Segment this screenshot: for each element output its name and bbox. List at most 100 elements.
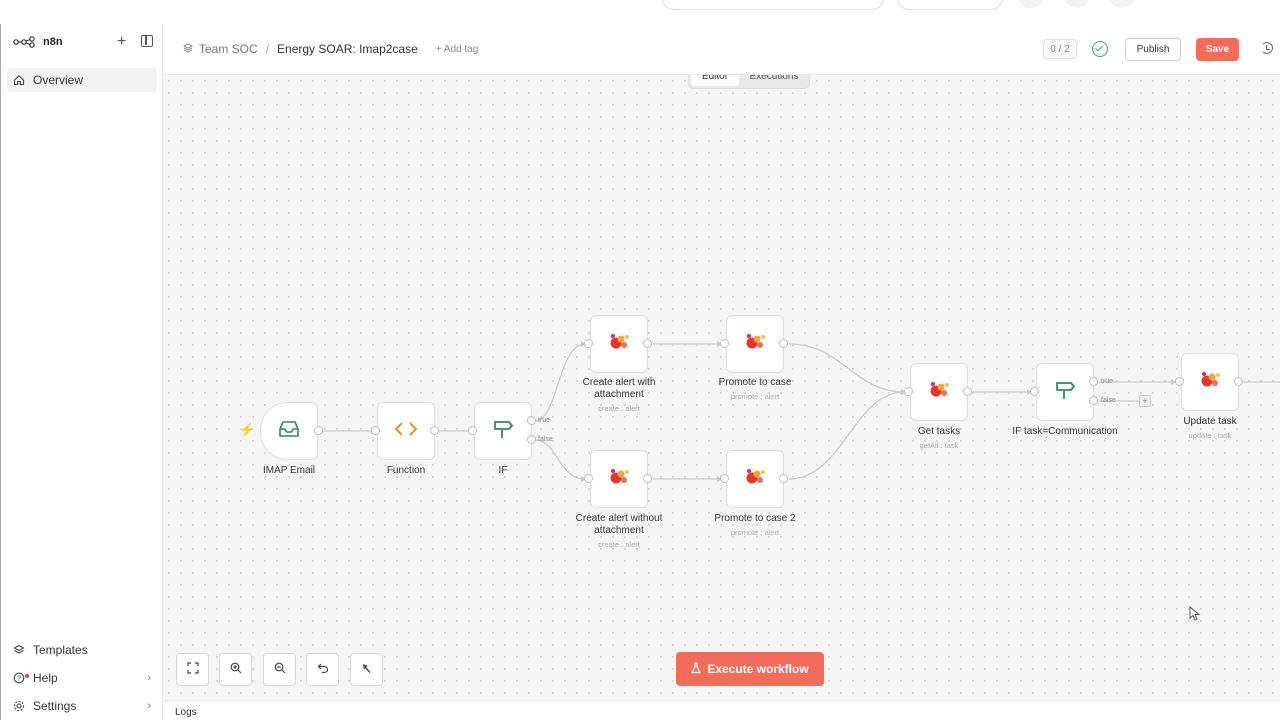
output-port[interactable] bbox=[1234, 377, 1243, 386]
node-imap-email[interactable] bbox=[260, 402, 318, 460]
output-port[interactable] bbox=[779, 339, 788, 348]
add-node-button[interactable]: + bbox=[1139, 395, 1151, 407]
input-port[interactable] bbox=[720, 474, 729, 483]
collapse-sidebar-icon[interactable] bbox=[141, 35, 153, 47]
zoom-out-icon bbox=[274, 661, 286, 679]
tidy-up-button[interactable] bbox=[350, 653, 383, 686]
view-tabs: Editor Executions bbox=[688, 75, 810, 89]
tab-executions[interactable]: Executions bbox=[749, 75, 799, 82]
sidebar-item-templates[interactable]: Templates bbox=[7, 638, 157, 662]
output-port[interactable] bbox=[963, 387, 972, 396]
connection-if-create-with bbox=[534, 343, 586, 422]
node-label: IF task=Communication bbox=[1012, 426, 1118, 437]
node-if[interactable] bbox=[474, 402, 532, 460]
branch-label-true: true bbox=[538, 417, 551, 424]
save-button[interactable]: Save bbox=[1196, 38, 1239, 61]
output-port[interactable] bbox=[779, 474, 788, 483]
execute-workflow-label: Execute workflow bbox=[707, 662, 809, 676]
top-circle-3[interactable] bbox=[1110, 0, 1134, 8]
output-port-true[interactable] bbox=[1089, 377, 1098, 386]
node-subtitle: update : task bbox=[1188, 431, 1232, 440]
thehive-icon bbox=[743, 331, 767, 358]
chevron-right-icon: › bbox=[147, 672, 151, 684]
project-link[interactable]: Team SOC bbox=[199, 42, 258, 56]
tab-editor[interactable]: Editor bbox=[691, 75, 739, 86]
publish-button[interactable]: Publish bbox=[1125, 38, 1181, 61]
input-port[interactable] bbox=[584, 339, 593, 348]
output-port-false[interactable] bbox=[527, 435, 536, 444]
input-port[interactable] bbox=[468, 426, 477, 435]
connection-if-create-without bbox=[534, 439, 586, 480]
top-circle-1[interactable] bbox=[1019, 0, 1043, 8]
node-label: IMAP Email bbox=[262, 465, 316, 476]
input-port[interactable] bbox=[904, 387, 913, 396]
help-icon: ? bbox=[13, 672, 29, 684]
search-pill[interactable] bbox=[662, 0, 884, 10]
node-if-task-communication[interactable] bbox=[1036, 363, 1094, 421]
add-tag-button[interactable]: + Add tag bbox=[435, 43, 479, 55]
node-create-alert-with-attachment[interactable] bbox=[590, 315, 648, 373]
execute-workflow-button[interactable]: Execute workflow bbox=[676, 652, 824, 686]
node-label: Update task bbox=[1183, 416, 1237, 427]
sidebar: n8n + Overview Templates ? Help › bbox=[0, 24, 163, 720]
output-port[interactable] bbox=[643, 474, 652, 483]
workflow-name[interactable]: Energy SOAR: Imap2case bbox=[277, 42, 418, 56]
zoom-in-icon bbox=[230, 661, 242, 679]
output-port[interactable] bbox=[643, 339, 652, 348]
n8n-logo[interactable]: n8n bbox=[13, 36, 63, 48]
sidebar-item-label: Templates bbox=[33, 643, 88, 657]
check-circle-icon[interactable] bbox=[1092, 41, 1108, 57]
input-port[interactable] bbox=[1030, 387, 1039, 396]
app-name: n8n bbox=[43, 36, 63, 48]
sidebar-item-help[interactable]: ? Help › bbox=[7, 666, 157, 690]
node-label: Function bbox=[386, 465, 426, 476]
fit-view-icon bbox=[186, 661, 199, 679]
node-label: Promote to case 2 bbox=[714, 513, 796, 524]
node-get-tasks[interactable] bbox=[910, 363, 968, 421]
n8n-logo-icon bbox=[13, 36, 35, 48]
sidebar-item-settings[interactable]: Settings › bbox=[7, 694, 157, 718]
top-pill[interactable] bbox=[897, 0, 1003, 10]
sidebar-item-label: Settings bbox=[33, 699, 77, 713]
mouse-cursor-icon bbox=[1189, 606, 1201, 621]
branch-label-false: false bbox=[1101, 397, 1116, 404]
branch-label-false: false bbox=[538, 436, 553, 443]
breadcrumb: Team SOC / Energy SOAR: Imap2case + Add … bbox=[182, 42, 479, 56]
sidebar-item-overview[interactable]: Overview bbox=[7, 68, 157, 92]
undo-icon bbox=[317, 661, 329, 679]
output-port[interactable] bbox=[430, 426, 439, 435]
node-function[interactable] bbox=[377, 402, 435, 460]
thehive-icon bbox=[743, 466, 767, 493]
node-create-alert-without-attachment[interactable] bbox=[590, 450, 648, 508]
input-port[interactable] bbox=[584, 474, 593, 483]
output-port-true[interactable] bbox=[527, 416, 536, 425]
workflow-canvas[interactable]: Editor Executions bbox=[163, 75, 1280, 700]
input-port[interactable] bbox=[720, 339, 729, 348]
history-icon[interactable] bbox=[1261, 42, 1273, 54]
input-port[interactable] bbox=[371, 426, 380, 435]
output-port[interactable] bbox=[314, 426, 323, 435]
input-port[interactable] bbox=[1175, 377, 1184, 386]
top-strip bbox=[0, 0, 1280, 24]
zoom-out-button[interactable] bbox=[263, 653, 296, 686]
output-port-false[interactable] bbox=[1089, 396, 1098, 405]
node-promote-to-case-2[interactable] bbox=[726, 450, 784, 508]
active-counter[interactable]: 0 / 2 bbox=[1043, 39, 1077, 59]
node-promote-to-case[interactable] bbox=[726, 315, 784, 373]
trigger-bolt-icon: ⚡ bbox=[239, 422, 256, 437]
sidebar-item-label: Overview bbox=[33, 73, 84, 87]
add-icon[interactable]: + bbox=[117, 33, 127, 50]
undo-button[interactable] bbox=[306, 653, 339, 686]
node-update-task[interactable] bbox=[1181, 353, 1239, 411]
node-label: IF bbox=[498, 465, 508, 476]
zoom-in-button[interactable] bbox=[219, 653, 252, 686]
home-icon bbox=[13, 74, 25, 86]
top-circle-2[interactable] bbox=[1065, 0, 1089, 8]
node-label: Create alert without attachment bbox=[575, 513, 663, 536]
thehive-icon bbox=[607, 466, 631, 493]
fit-view-button[interactable] bbox=[176, 653, 209, 686]
node-subtitle: promote : alert bbox=[730, 528, 780, 537]
thehive-icon bbox=[1198, 369, 1222, 396]
logs-panel-toggle[interactable]: Logs bbox=[163, 700, 1280, 720]
node-label: Create alert with attachment bbox=[582, 377, 656, 400]
